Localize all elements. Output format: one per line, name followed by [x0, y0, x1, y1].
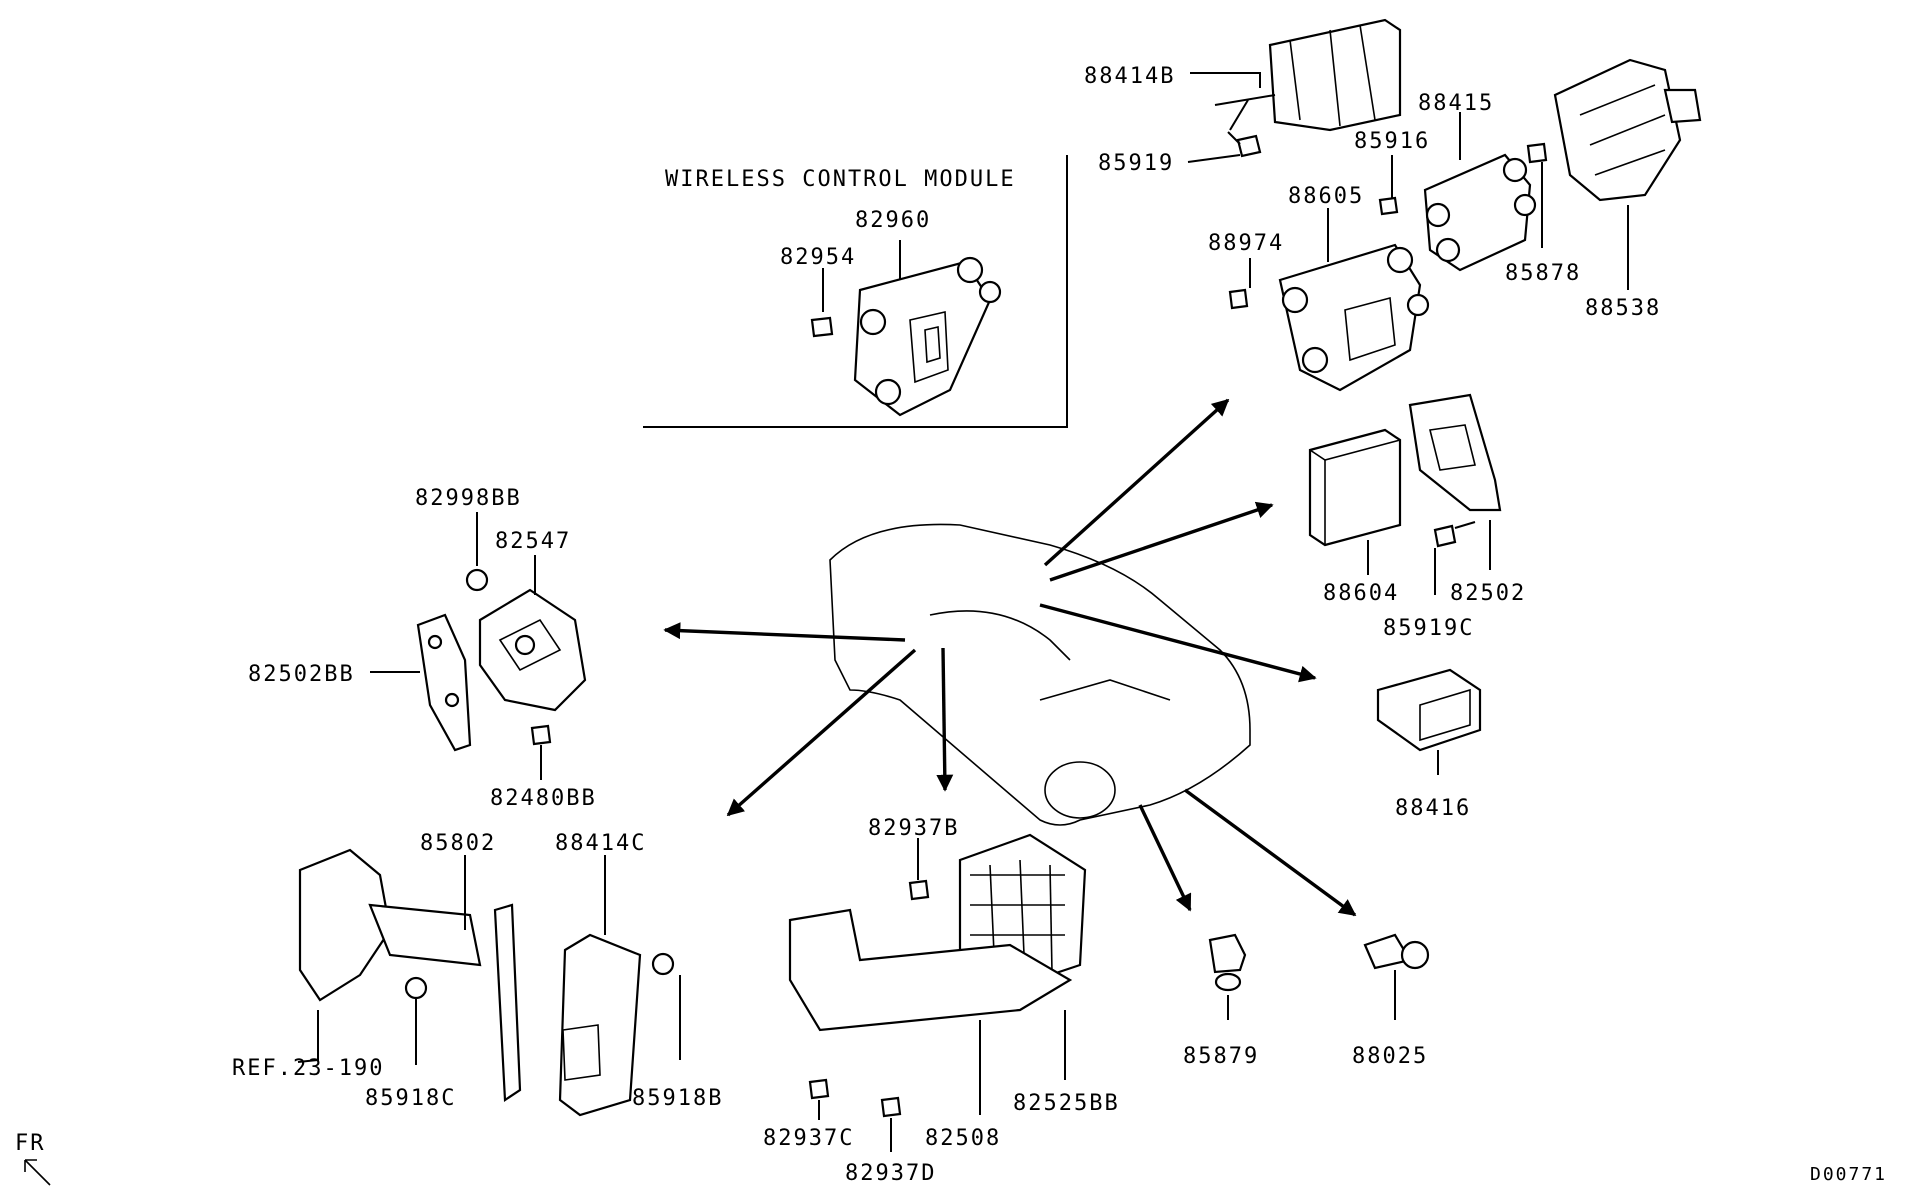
- wireless-control-module-box: WIRELESS CONTROL MODULE: [643, 155, 1068, 428]
- part-88604: 88604: [1323, 581, 1399, 606]
- part-82937C: 82937C: [763, 1126, 854, 1151]
- sensor-85879[interactable]: [1208, 933, 1247, 992]
- part-82998BB: 82998BB: [415, 486, 522, 511]
- module-82960[interactable]: [810, 256, 1002, 417]
- bolt-85878[interactable]: [1526, 142, 1548, 164]
- module-88538[interactable]: [1553, 58, 1702, 202]
- bracket-82502[interactable]: [1408, 393, 1502, 512]
- bolt-82937D[interactable]: [880, 1096, 902, 1118]
- part-85918C: 85918C: [365, 1086, 456, 1111]
- module-88415[interactable]: [1423, 153, 1537, 272]
- nut-85918B[interactable]: [651, 952, 675, 976]
- module-88605[interactable]: [1278, 243, 1430, 392]
- bolt-85919C[interactable]: [1433, 521, 1476, 548]
- part-88414B: 88414B: [1084, 64, 1175, 89]
- nut-82998BB[interactable]: [465, 568, 489, 592]
- part-82508: 82508: [925, 1126, 1001, 1151]
- sensor-88025[interactable]: [1363, 933, 1430, 970]
- module-88414C[interactable]: [558, 933, 642, 1117]
- bolt-82480BB[interactable]: [530, 724, 552, 746]
- part-88025: 88025: [1352, 1044, 1428, 1069]
- part-88416: 88416: [1395, 796, 1471, 821]
- part-85916: 85916: [1354, 129, 1430, 154]
- unit-82547[interactable]: [478, 588, 587, 712]
- part-88605: 88605: [1288, 184, 1364, 209]
- part-82954: 82954: [780, 245, 856, 270]
- bolt-88974[interactable]: [1228, 288, 1249, 310]
- part-85919: 85919: [1098, 151, 1174, 176]
- vehicle-outline: [829, 523, 1251, 826]
- bolt-85916[interactable]: [1378, 196, 1399, 216]
- bracket-85802[interactable]: [368, 903, 522, 1102]
- part-85918B: 85918B: [632, 1086, 723, 1111]
- location-arrows: [663, 398, 1357, 917]
- part-88974: 88974: [1208, 231, 1284, 256]
- part-85802: 85802: [420, 831, 496, 856]
- module-88416[interactable]: [1376, 668, 1482, 752]
- bracket-ref-23-190[interactable]: [298, 848, 392, 1002]
- part-85878: 85878: [1505, 261, 1581, 286]
- part-82937D: 82937D: [845, 1161, 936, 1186]
- part-85919C: 85919C: [1383, 616, 1474, 641]
- section-title: WIRELESS CONTROL MODULE: [665, 167, 1016, 192]
- front-indicator: FR: [15, 1131, 51, 1186]
- part-82502: 82502: [1450, 581, 1526, 606]
- module-88604[interactable]: [1308, 428, 1402, 547]
- bracket-82508[interactable]: [788, 908, 1073, 1032]
- front-label: FR: [15, 1131, 46, 1156]
- nut-85918C[interactable]: [404, 976, 428, 1000]
- part-82547: 82547: [495, 529, 571, 554]
- part-82525BB: 82525BB: [1013, 1091, 1120, 1116]
- front-arrow-icon: [24, 1159, 51, 1186]
- part-82937B: 82937B: [868, 816, 959, 841]
- bolt-82937C[interactable]: [808, 1078, 830, 1100]
- reference-label: REF.23-190: [232, 1056, 384, 1081]
- bracket-82502BB[interactable]: [416, 613, 472, 752]
- part-85879: 85879: [1183, 1044, 1259, 1069]
- part-82480BB: 82480BB: [490, 786, 597, 811]
- part-88415: 88415: [1418, 91, 1494, 116]
- diagram-id: D00771: [1810, 1164, 1887, 1185]
- part-88414C: 88414C: [555, 831, 646, 856]
- part-82502BB: 82502BB: [248, 662, 355, 687]
- bolt-82937B[interactable]: [908, 879, 930, 901]
- bolt-85919[interactable]: [1227, 131, 1262, 158]
- part-88538: 88538: [1585, 296, 1661, 321]
- part-82960: 82960: [855, 208, 931, 233]
- module-88414B[interactable]: [1268, 18, 1402, 132]
